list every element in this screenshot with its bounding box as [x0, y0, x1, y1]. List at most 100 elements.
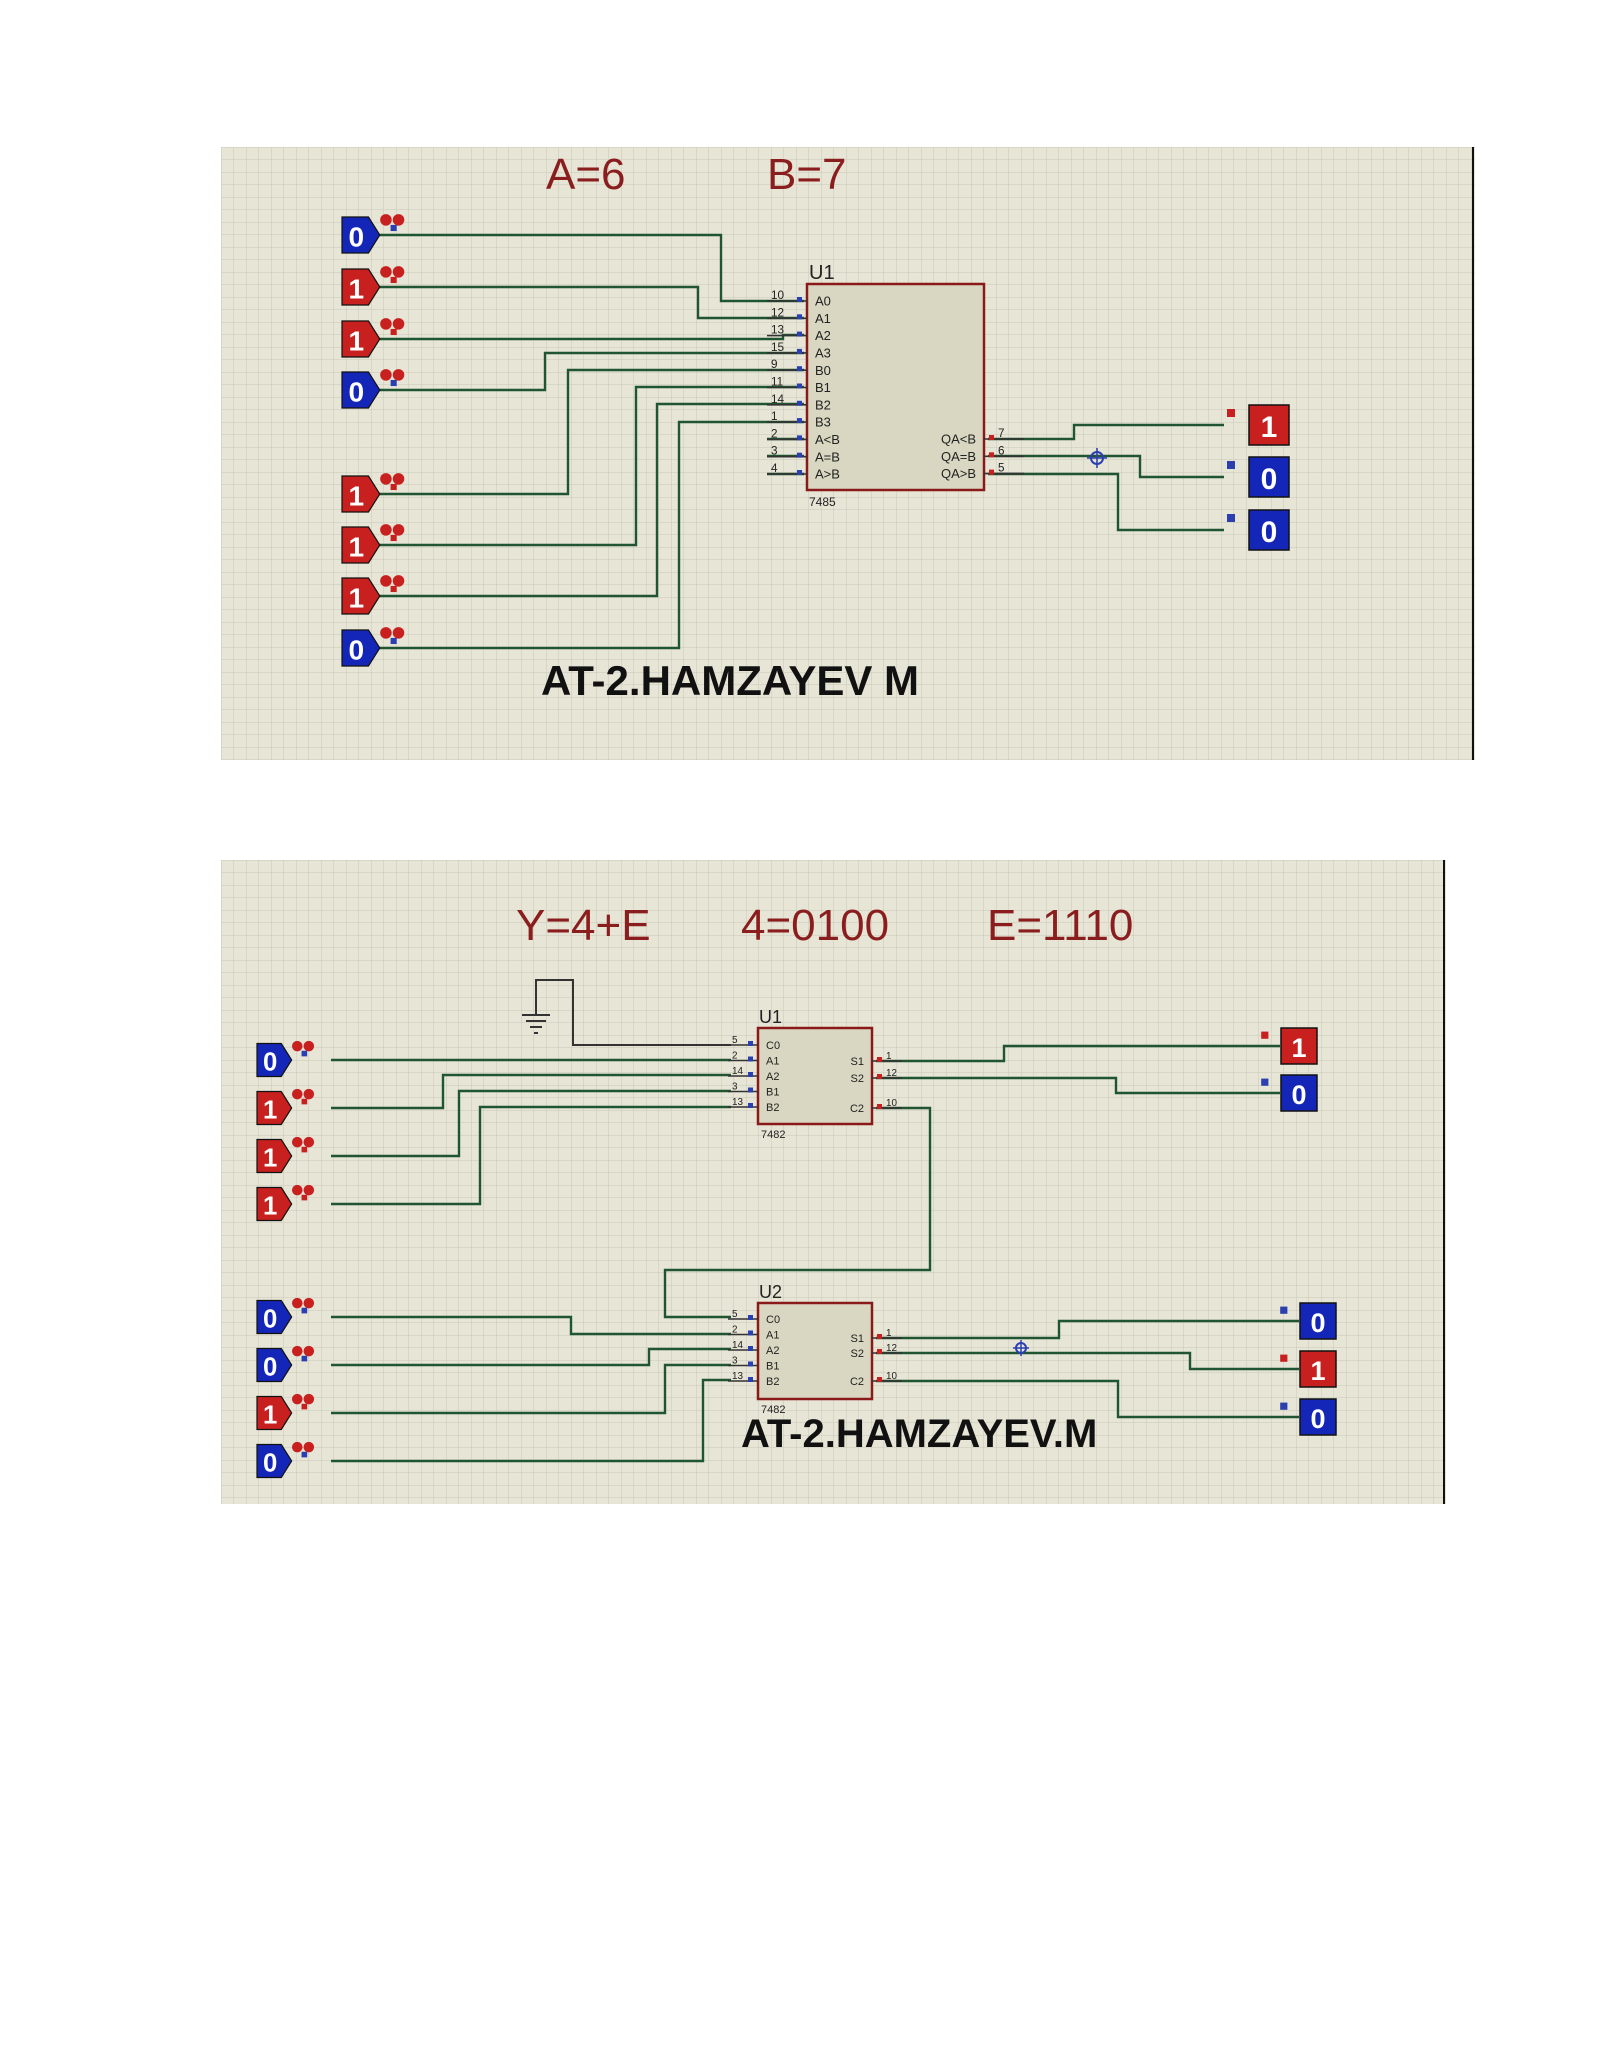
title-a-value: A=6 — [546, 150, 626, 199]
logic-output-0: 1 — [1227, 404, 1290, 446]
logic-input-4[interactable]: 1 — [341, 473, 405, 513]
pin-name: B1 — [815, 380, 831, 395]
pin-name: A1 — [815, 311, 831, 326]
pin-number: 3 — [771, 445, 778, 458]
pin-number: 10 — [771, 289, 785, 302]
title-e-binary: E=1110 — [987, 901, 1133, 950]
pin-name: A0 — [815, 294, 831, 309]
author-signature: AT-2.HAMZAYEV.M — [741, 1412, 1097, 1456]
logic-state-value: 1 — [263, 1145, 277, 1173]
pin-number: 14 — [732, 1066, 743, 1077]
logic-output-4: 0 — [1280, 1398, 1337, 1436]
logic-state-value: 1 — [263, 1193, 277, 1221]
logic-input-6[interactable]: 1 — [341, 575, 405, 615]
logic-input-1[interactable]: 1 — [341, 266, 405, 306]
title-equation: Y=4+E — [516, 901, 651, 950]
pin-number: 14 — [732, 1340, 743, 1351]
schematic-panel-adder: Y=4+E 4=0100 E=1110 U1 7482 U2 7482 5 — [221, 860, 1446, 1504]
logic-input-2[interactable]: 1 — [256, 1136, 315, 1174]
chip-7485[interactable]: U1 7485 — [805, 262, 986, 509]
logic-input-0[interactable]: 0 — [341, 214, 405, 254]
pin-name: A1 — [766, 1329, 779, 1341]
chip-part: 7485 — [809, 495, 836, 509]
logic-input-1[interactable]: 1 — [256, 1088, 315, 1126]
pin-number: 12 — [771, 306, 784, 319]
logic-state-value: 0 — [263, 1450, 277, 1478]
pin-number: 12 — [886, 1068, 897, 1079]
pin-name: C0 — [766, 1040, 780, 1052]
pin-name: QA=B — [941, 449, 976, 464]
pin-name: A3 — [815, 345, 831, 360]
logic-input-5[interactable]: 1 — [341, 524, 405, 564]
logic-state-value: 1 — [349, 481, 365, 512]
pin-name: C2 — [850, 1103, 864, 1115]
pin-name: B2 — [815, 397, 831, 412]
logic-output-group: 1 0 0 — [1227, 404, 1290, 551]
pin-name: QA<B — [941, 432, 976, 447]
logic-input-5[interactable]: 0 — [256, 1345, 315, 1383]
pin-number: 13 — [732, 1097, 743, 1108]
logic-state-value: 0 — [1261, 516, 1278, 549]
chip-7482-u2[interactable]: U2 7482 — [756, 1282, 874, 1416]
pin-number: 2 — [732, 1051, 738, 1062]
chip-part: 7482 — [761, 1404, 785, 1416]
logic-state-value: 1 — [1261, 411, 1278, 444]
logic-input-3[interactable]: 0 — [341, 369, 405, 409]
logic-state-value: 0 — [1261, 463, 1278, 496]
logic-output-1: 0 — [1227, 456, 1290, 498]
pin-name: C0 — [766, 1314, 780, 1326]
logic-input-group: 0 1 1 0 1 1 1 0 — [341, 214, 405, 667]
pin-number: 10 — [886, 1098, 897, 1109]
chip-part: 7482 — [761, 1129, 785, 1141]
pin-number: 13 — [732, 1371, 743, 1382]
pin-number: 12 — [886, 1343, 897, 1354]
logic-input-7[interactable]: 0 — [256, 1441, 315, 1479]
logic-state-value: 1 — [349, 532, 365, 563]
pin-number: 15 — [771, 341, 785, 354]
logic-output-group: 1 0 0 1 0 — [1261, 1027, 1337, 1436]
pin-name: A2 — [766, 1071, 779, 1083]
logic-input-2[interactable]: 1 — [341, 318, 405, 358]
chip-ref: U2 — [759, 1282, 782, 1302]
title-four-binary: 4=0100 — [741, 901, 889, 950]
logic-state-value: 0 — [1310, 1308, 1325, 1338]
pin-name: S2 — [851, 1073, 864, 1085]
pin-number: 3 — [732, 1082, 738, 1093]
pin-name: C2 — [850, 1376, 864, 1388]
logic-input-3[interactable]: 1 — [256, 1184, 315, 1222]
logic-input-0[interactable]: 0 — [256, 1040, 315, 1078]
logic-input-4[interactable]: 0 — [256, 1297, 315, 1335]
pin-number: 1 — [886, 1051, 892, 1062]
pin-number: 3 — [732, 1356, 738, 1367]
logic-input-7[interactable]: 0 — [341, 627, 405, 667]
logic-state-value: 0 — [349, 635, 365, 666]
pin-name: S1 — [851, 1333, 864, 1345]
logic-state-value: 0 — [263, 1306, 277, 1334]
pin-name: A<B — [815, 432, 840, 447]
pin-number: 5 — [732, 1035, 738, 1046]
pin-number: 1 — [771, 410, 778, 423]
logic-output-1: 0 — [1261, 1074, 1318, 1112]
pin-name: B1 — [766, 1086, 779, 1098]
logic-state-value: 1 — [349, 583, 365, 614]
logic-state-value: 1 — [349, 326, 365, 357]
logic-output-2: 0 — [1280, 1302, 1337, 1340]
pin-name: A>B — [815, 467, 840, 482]
pin-name: S2 — [851, 1348, 864, 1360]
pin-number: 2 — [771, 427, 778, 440]
logic-output-3: 1 — [1280, 1350, 1337, 1388]
pin-number: 1 — [886, 1328, 892, 1339]
pin-number: 5 — [732, 1309, 738, 1320]
logic-state-value: 1 — [349, 274, 365, 305]
pin-name: A2 — [815, 328, 831, 343]
logic-output-0: 1 — [1261, 1027, 1318, 1065]
logic-state-value: 1 — [263, 1402, 277, 1430]
logic-input-6[interactable]: 1 — [256, 1393, 315, 1431]
wires — [331, 1044, 1299, 1463]
